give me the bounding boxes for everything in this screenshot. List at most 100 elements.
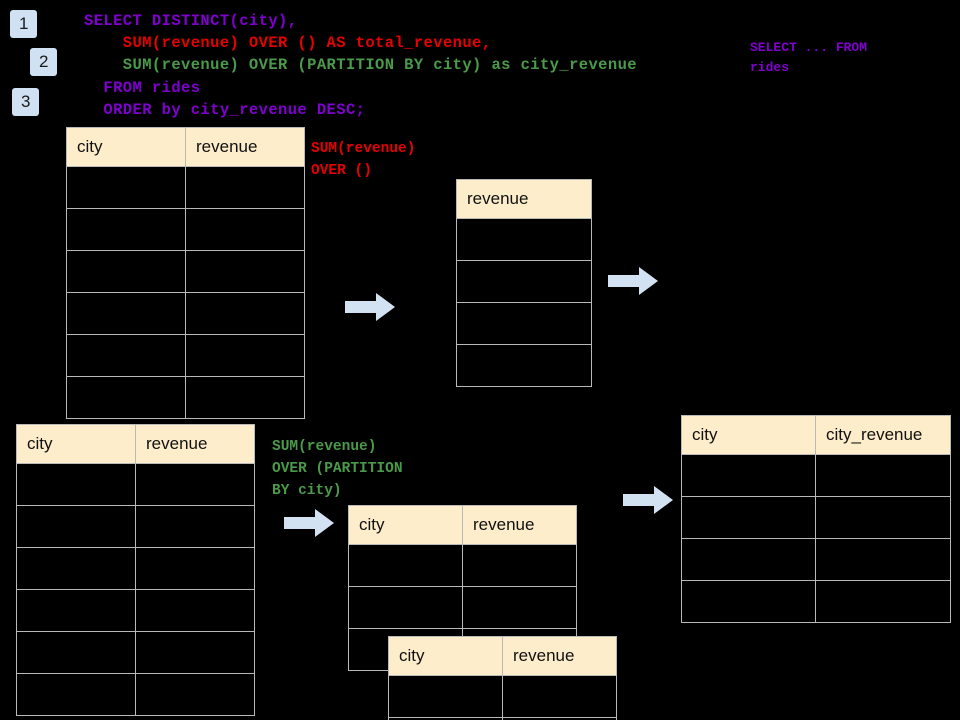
column-header-city: city [348,505,463,545]
annotation-city-revenue-line-3: BY city) [272,483,342,499]
table-row [388,717,617,720]
annotation-total-revenue-line-1: SUM(revenue) [311,141,416,157]
column-header-revenue: revenue [185,127,305,167]
table-cell [16,589,136,632]
table-cell [135,589,255,632]
table-cell [681,580,816,623]
table-body [66,166,305,419]
sql-line-5: ORDER by city_revenue DESC; [84,101,366,119]
table-row [16,631,255,674]
table-cell [16,631,136,674]
table-cell [185,250,305,293]
total-revenue-table: revenue [456,179,592,387]
sql-line-1: SELECT DISTINCT(city), [84,12,298,30]
sql-line-3: SUM(revenue) OVER (PARTITION BY city) as… [84,56,637,74]
table-cell [815,580,951,623]
column-header-city: city [66,127,186,167]
sql-line-4: FROM rides [84,79,201,97]
step-badge-1: 1 [10,10,38,38]
partition-table-b: city revenue [388,636,617,720]
column-header-revenue: revenue [462,505,577,545]
column-header-city: city [388,636,503,676]
table-row [456,344,592,387]
table-row [456,218,592,261]
table-body [681,454,951,623]
table-cell [66,376,186,419]
table-row [16,589,255,632]
table-cell [456,344,592,387]
table-cell [135,547,255,590]
table-cell [66,292,186,335]
table-cell [16,547,136,590]
table-cell [66,334,186,377]
table-cell [456,218,592,261]
column-header-revenue: revenue [456,179,592,219]
table-header-row: city revenue [66,127,305,167]
column-header-revenue: revenue [502,636,617,676]
step-badge-2: 2 [30,48,58,76]
table-body [388,675,617,720]
table-cell [66,208,186,251]
table-cell [462,586,577,629]
table-row [681,454,951,497]
table-row [16,505,255,548]
table-cell [185,292,305,335]
table-row [348,544,577,587]
table-cell [681,496,816,539]
table-row [456,302,592,345]
side-note-line-1: SELECT ... FROM [750,40,868,55]
table-cell [348,586,463,629]
table-cell [135,505,255,548]
table-row [66,334,305,377]
table-header-row: city city_revenue [681,415,951,455]
sql-line-2: SUM(revenue) OVER () AS total_revenue, [84,34,492,52]
table-row [681,580,951,623]
table-cell [16,463,136,506]
table-cell [16,673,136,716]
table-cell [66,250,186,293]
table-cell [815,454,951,497]
table-row [456,260,592,303]
table-cell [815,538,951,581]
table-row [681,538,951,581]
rides-source-table-bottom: city revenue [16,424,255,716]
table-cell [348,544,463,587]
table-row [66,166,305,209]
arrow-source-to-partition [284,508,334,543]
table-cell [502,675,617,718]
result-table: city city_revenue [681,415,951,623]
column-header-revenue: revenue [135,424,255,464]
table-cell [16,505,136,548]
table-cell [185,376,305,419]
arrow-total-to-result [608,266,658,301]
table-row [66,376,305,419]
table-cell [135,673,255,716]
table-row [388,675,617,718]
table-header-row: revenue [456,179,592,219]
table-row [16,547,255,590]
table-header-row: city revenue [348,505,577,545]
table-cell [185,166,305,209]
rides-source-table-top: city revenue [66,127,305,419]
table-row [348,586,577,629]
table-row [16,463,255,506]
annotation-city-revenue-line-2: OVER (PARTITION [272,461,403,477]
table-body [456,218,592,387]
column-header-city: city [681,415,816,455]
table-cell [681,538,816,581]
annotation-city-revenue-line-1: SUM(revenue) [272,439,377,455]
table-row [66,250,305,293]
table-row [16,673,255,716]
side-note-line-2: rides [750,60,790,75]
table-cell [185,334,305,377]
arrow-partition-to-result [623,485,673,520]
arrow-source-to-total [345,292,395,327]
column-header-city-revenue: city_revenue [815,415,951,455]
table-cell [462,544,577,587]
table-cell [135,631,255,674]
table-cell [456,302,592,345]
table-cell [456,260,592,303]
table-cell [502,717,617,720]
column-header-city: city [16,424,136,464]
